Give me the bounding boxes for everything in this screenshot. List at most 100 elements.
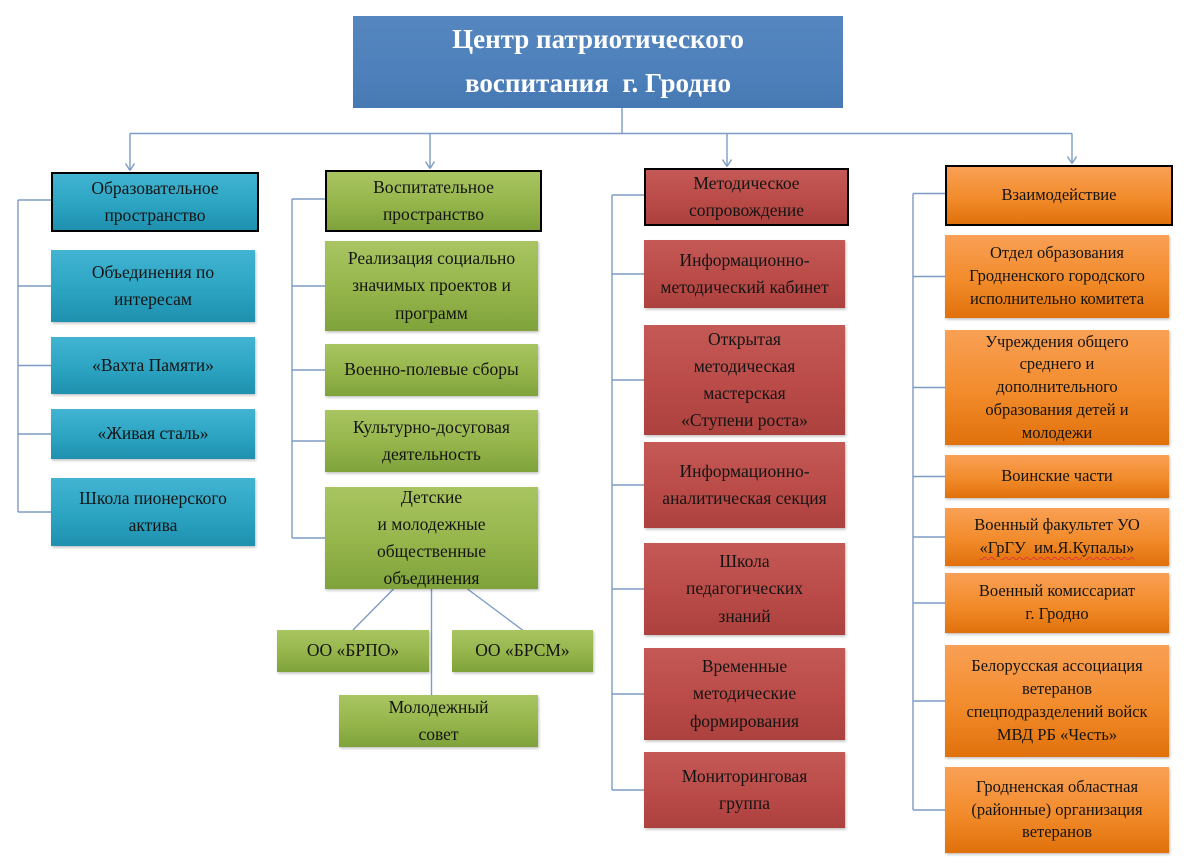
box-label-line: «ГрГУ им.Я.Купалы» [979,538,1135,557]
org-box-youth-council: Молодежный совет [339,695,538,747]
box-label-line: «Ступени роста» [681,410,808,431]
box-label-line: аналитическая секция [662,488,827,508]
box-label: Гродненская областная (районные) организа… [945,776,1169,844]
box-label-line: Мониторинговая [681,765,808,786]
box-label-line: Информационно- [679,460,810,481]
box-label-line: Белорусская ассоциация [971,656,1143,676]
box-label-line: Реализация социально [347,248,516,269]
box-label: ОО «БРПО» [277,637,429,664]
org-box-brsm: ОО «БРСМ» [452,630,593,672]
box-label-line: Информационно- [679,249,810,270]
box-label-line: спецподразделений войск [966,702,1148,721]
box-label-line: ветеранов [1022,822,1092,842]
box-label-line: «Живая сталь» [97,423,209,444]
chart-title: Центр патриотического воспитания г. Грод… [353,16,843,108]
box-label-line: Отдел образования [989,243,1125,263]
box-label: Открытая методическая мастерская «Ступени р… [644,326,845,435]
box-label: Школа педагогических знаний [644,548,845,629]
box-label: Воинские части [945,465,1169,488]
box-label-line: молодежи [1021,422,1093,442]
org-box-military-units: Воинские части [945,455,1169,498]
box-label-line: и молодежные [377,513,486,534]
box-label: Военный комиссариат г. Гродно [945,580,1169,626]
box-label: «Вахта Памяти» [51,352,255,379]
org-box-zhivaya-stal: «Живая сталь» [51,409,255,459]
box-label-line: Школа [719,551,770,572]
box-label-line: методическая [693,355,796,376]
box-label-line: Гродненского городского [969,266,1145,286]
org-box-info-method-office: Информационно-методический кабинет [644,240,845,308]
box-label: Молодежный совет [339,694,538,748]
box-label-line: ОО «БРПО» [306,640,400,661]
box-label: ОО «БРСМ» [452,637,593,664]
column-header-methodical-support: Методическое сопровождение [644,168,849,226]
box-label-line: педагогических [686,578,803,599]
box-label: Взаимодействие [947,184,1171,207]
box-label-line: общественные [377,541,486,561]
box-label-line: совет [418,724,459,744]
box-label-line: Школа пионерского [79,487,227,508]
box-label-line: Военный комиссариат [978,581,1136,601]
org-box-vakhta-pamyati: «Вахта Памяти» [51,337,255,394]
box-label-line: Учреждения общего [985,331,1129,351]
box-label-line: Объединения по [91,261,215,282]
org-box-military-field-camps: Военно-полевые сборы [325,344,538,396]
box-label-line: Взаимодействие [1001,185,1117,205]
box-label-line: программ [395,302,468,323]
box-label-line: знаний [718,605,771,626]
box-label-line: Военный факультет УО [974,515,1140,535]
box-label: Методическое сопровождение [646,170,847,224]
box-label: Военно-полевые сборы [325,356,538,383]
org-box-social-projects: Реализация социально значимых проектов и п… [325,241,538,331]
box-label-line: методические [692,683,797,704]
box-label: Детские и молодежные общественные объединен… [325,484,538,593]
org-box-info-analytics-section: Информационно-аналитическая секция [644,442,845,528]
box-label-line: значимых проектов и [352,275,511,296]
org-box-monitoring-group: Мониторинговая группа [644,752,845,828]
chart-title-line: Центр патриотического [452,24,744,55]
org-box-military-commissariat: Военный комиссариат г. Гродно [945,573,1169,633]
box-label-line: Детские [400,486,463,507]
org-box-youth-associations: Детские и молодежные общественные объединен… [325,487,538,589]
org-box-pedagogical-school: Школа педагогических знаний [644,543,845,635]
box-label-line: «Вахта Памяти» [92,354,214,375]
box-label-line: (районные) организация [971,799,1143,819]
box-label-line: МВД РБ «Честь» [996,724,1118,744]
box-label-line: Гродненская областная [975,776,1139,796]
box-label-line: образования детей и [985,399,1129,419]
box-label-line: мастерская [703,383,786,403]
box-label-line: Открытая [708,328,781,349]
column-header-interaction: Взаимодействие [945,165,1173,226]
box-label: «Живая сталь» [51,420,255,447]
box-label-line: Молодежный [388,696,489,717]
box-label-line: сопровождение [688,200,805,220]
box-label: Временные методические формирования [644,653,845,734]
box-label-line: исполнительно комитета [969,288,1145,308]
box-label-line: формирования [689,710,800,731]
org-box-temp-method-units: Временные методические формирования [644,648,845,740]
box-label-line: методический кабинет [660,277,829,297]
box-label: Военный факультет УО «ГрГУ им.Я.Купалы» [945,514,1169,560]
box-label-line: Образовательное [91,177,219,198]
box-label-line: г. Гродно [1025,604,1089,623]
box-label-line: пространство [382,204,485,224]
box-label-line: Методическое [693,172,800,193]
box-label-line: объединения [383,568,480,589]
box-label-line: группа [719,793,770,813]
box-label-line: Воинские части [1001,466,1113,486]
box-label-line: Временные [701,656,788,677]
